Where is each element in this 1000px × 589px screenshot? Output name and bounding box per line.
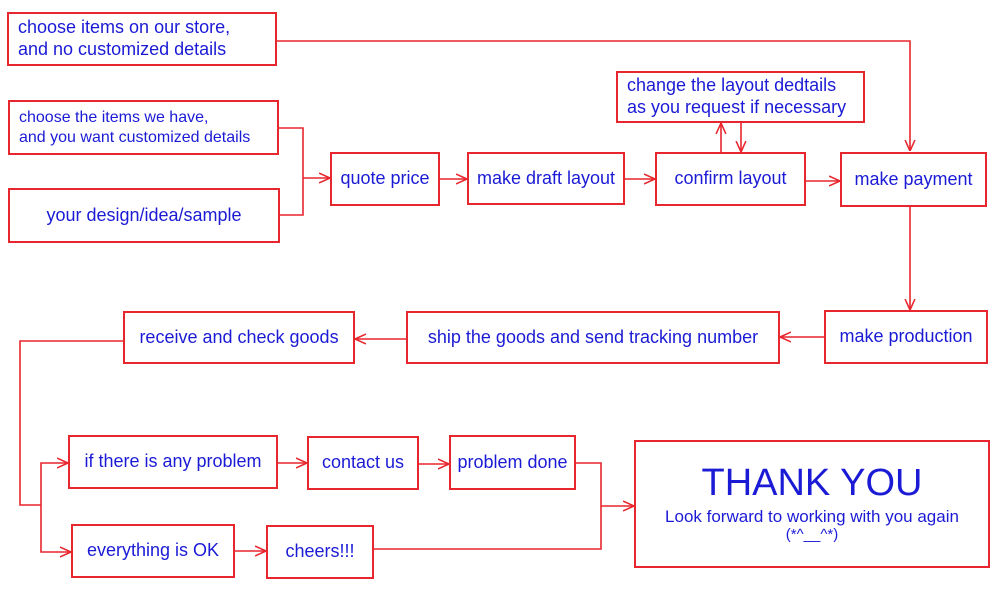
step-store-items: choose items on our store, and no custom… [7, 12, 277, 66]
step-draft-layout: make draft layout [467, 152, 625, 205]
step-change-layout: change the layout dedtails as you reques… [616, 71, 865, 123]
arrow-store-to-payment [277, 40, 910, 151]
step-receive-goods: receive and check goods [123, 311, 355, 364]
step-contact-us: contact us [307, 436, 419, 490]
thank-you-emoticon: (*^__^*) [785, 526, 839, 544]
step-customized-items: choose the items we have, and you want c… [8, 100, 279, 155]
step-quote-price: quote price [330, 152, 440, 206]
step-any-problem: if there is any problem [68, 435, 278, 489]
thank-you-title: THANK YOU [701, 461, 923, 504]
line-customized-to-merge [279, 127, 304, 216]
step-make-payment: make payment [840, 152, 987, 207]
step-confirm-layout: confirm layout [655, 152, 806, 206]
arrow-branch-to-problem [40, 463, 68, 505]
step-cheers: cheers!!! [266, 525, 374, 579]
thank-you-subtitle: Look forward to working with you again [665, 506, 959, 526]
step-everything-ok: everything is OK [71, 524, 235, 578]
step-problem-done: problem done [449, 435, 576, 490]
step-own-design: your design/idea/sample [8, 188, 280, 243]
line-receive-to-branch [19, 340, 123, 506]
thank-you-box: THANK YOU Look forward to working with y… [634, 440, 990, 568]
arrow-branch-to-ok [40, 505, 71, 552]
step-make-production: make production [824, 310, 988, 364]
step-ship-goods: ship the goods and send tracking number [406, 311, 780, 364]
